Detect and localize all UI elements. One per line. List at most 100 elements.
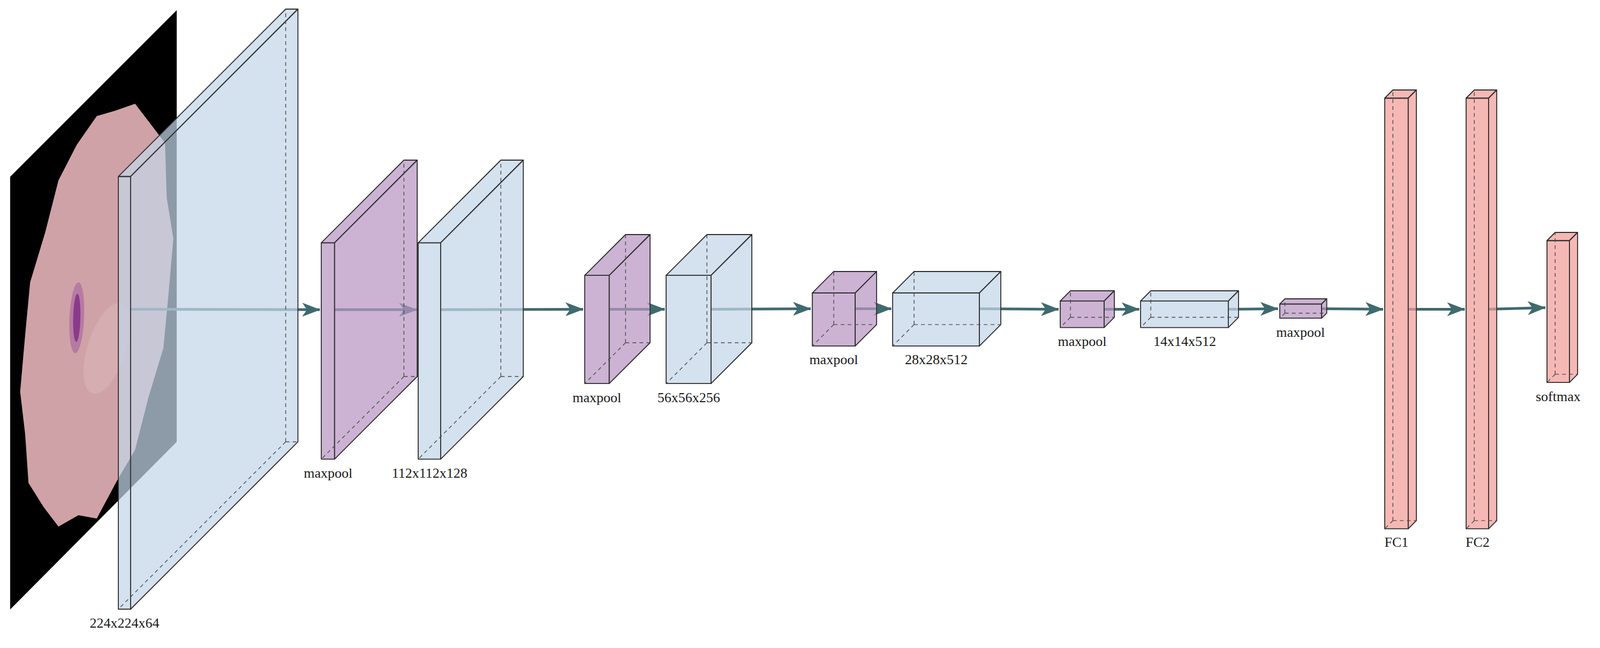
- layer-label: softmax: [1535, 388, 1581, 405]
- hidden-edge: [833, 323, 877, 325]
- hidden-edge: [1150, 290, 1152, 318]
- hidden-edge: [624, 234, 626, 343]
- hidden-edge: [1474, 519, 1498, 521]
- cuboid-face: [1060, 300, 1105, 328]
- hidden-edge: [914, 271, 915, 325]
- hidden-edge: [285, 441, 299, 442]
- layer-label: maxpool: [572, 389, 622, 406]
- hidden-edge: [706, 234, 708, 343]
- layer-block: maxpool: [584, 234, 651, 384]
- cuboid-face: [334, 160, 418, 459]
- layer-label: maxpool: [1057, 333, 1107, 350]
- layer-label: 28x28x512: [904, 351, 968, 368]
- hidden-edge: [1279, 313, 1286, 319]
- hidden-edge: [403, 160, 405, 377]
- layer-block: 14x14x512: [1140, 290, 1239, 328]
- cuboid-face: [130, 9, 299, 610]
- cuboid-face: [1546, 240, 1570, 383]
- layer-label: 14x14x512: [1153, 333, 1217, 350]
- parasite-spot: [73, 290, 81, 346]
- cuboid-face: [666, 275, 712, 384]
- cuboid-face: [118, 176, 131, 610]
- cuboid-shape: [321, 160, 418, 459]
- cuboid-shape: [666, 234, 752, 384]
- hidden-edge: [666, 342, 707, 384]
- hidden-edge: [418, 376, 501, 459]
- cuboid-shape: [584, 234, 651, 384]
- cuboid-face: [584, 275, 610, 384]
- hidden-edge: [500, 160, 502, 377]
- hidden-edge: [1151, 317, 1240, 318]
- hidden-edge: [1466, 520, 1475, 529]
- layer-block: maxpool: [321, 160, 418, 459]
- cuboid-shape: [892, 271, 1001, 346]
- hidden-edge: [1384, 520, 1393, 529]
- cuboid-face: [1384, 97, 1409, 529]
- hidden-edge: [1284, 298, 1285, 314]
- layer-block: softmax: [1546, 232, 1578, 383]
- hidden-edge: [707, 342, 753, 344]
- cuboid-shape: [1384, 89, 1417, 529]
- hidden-edge: [1284, 312, 1327, 314]
- cuboid-shape: [1279, 298, 1327, 319]
- hidden-edge: [501, 375, 524, 377]
- hidden-edge: [118, 441, 286, 610]
- layer-block: 28x28x512: [892, 271, 1001, 346]
- hidden-edge: [892, 324, 915, 346]
- layer-label: maxpool: [1276, 323, 1325, 341]
- layer-block: maxpool: [1279, 298, 1327, 319]
- hidden-edge: [833, 271, 834, 325]
- hidden-edge: [914, 323, 1001, 325]
- cuboid-face: [1569, 232, 1578, 383]
- cuboid-face: [979, 271, 1001, 346]
- cuboid-face: [1279, 304, 1322, 319]
- layer-block: 112x112x128: [418, 160, 524, 459]
- hidden-edge: [1546, 374, 1556, 383]
- hidden-edge: [625, 342, 651, 344]
- hidden-edge: [1070, 317, 1115, 318]
- layer-label: FC1: [1384, 533, 1409, 551]
- parasite-halo: [69, 275, 85, 360]
- cuboid-shape: [418, 160, 524, 459]
- hidden-edge: [1392, 89, 1393, 521]
- layer-label: maxpool: [809, 351, 858, 368]
- hidden-edge: [1474, 89, 1475, 521]
- flow-arrow: [1321, 307, 1384, 311]
- cuboid-face: [1321, 298, 1327, 319]
- cuboid-face: [1228, 290, 1239, 328]
- hidden-edge: [812, 324, 834, 346]
- layer-label: FC2: [1465, 533, 1490, 551]
- hidden-edge: [1392, 519, 1417, 521]
- cuboid-face: [711, 234, 752, 384]
- layer-label: 112x112x128: [391, 464, 468, 482]
- layer-block: 56x56x256: [666, 234, 752, 384]
- cuboid-shape: [1466, 89, 1497, 529]
- layer-block: FC1: [1384, 89, 1417, 529]
- cuboid-face: [418, 243, 441, 460]
- cuboid-face: [1140, 290, 1239, 301]
- layer-block: FC2: [1466, 89, 1497, 529]
- layer-label: 224x224x64: [89, 614, 160, 632]
- cuboid-shape: [1546, 232, 1578, 383]
- cuboid-face: [1279, 298, 1327, 305]
- cuboid-shape: [118, 9, 298, 610]
- cuboid-face: [892, 292, 980, 346]
- cuboid-face: [609, 234, 651, 384]
- layer-block: 224x224x64: [118, 9, 298, 610]
- layer-label: maxpool: [303, 464, 353, 482]
- hidden-edge: [1555, 374, 1578, 375]
- hidden-edge: [1554, 232, 1556, 375]
- layer-block: maxpool: [812, 271, 877, 346]
- hidden-edge: [285, 9, 286, 442]
- hidden-edge: [404, 375, 418, 377]
- cuboid-face: [1488, 89, 1497, 529]
- cuboid-face: [1104, 290, 1115, 328]
- cuboid-shape: [1060, 290, 1115, 328]
- cuboid-face: [1140, 300, 1229, 328]
- cuboid-shape: [1140, 290, 1239, 328]
- layer-block: maxpool: [1060, 290, 1115, 328]
- cuboid-face: [855, 271, 877, 346]
- hidden-edge: [1069, 290, 1071, 318]
- hidden-edge: [1060, 317, 1071, 328]
